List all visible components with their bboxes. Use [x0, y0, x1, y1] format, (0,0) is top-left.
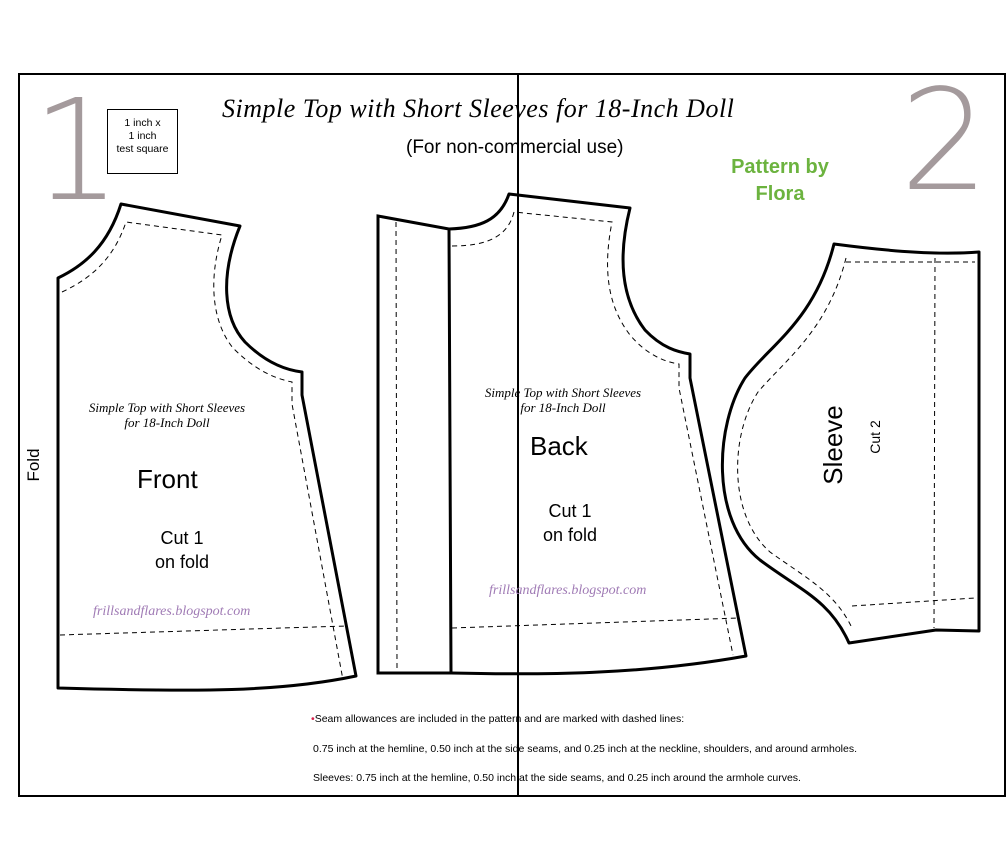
front-piece-outline — [56, 202, 358, 692]
sleeve-piece-name: Sleeve — [818, 405, 848, 485]
front-piece-seam — [61, 221, 344, 681]
seam-note-line3: Sleeves: 0.75 inch at the hemline, 0.50 … — [313, 772, 801, 784]
fold-label: Fold — [24, 448, 43, 482]
pattern-title: Simple Top with Short Sleeves for 18-Inc… — [222, 94, 735, 123]
test-square: 1 inch x 1 inch test square — [107, 109, 178, 174]
back-blog-credit: frillsandflares.blogspot.com — [489, 583, 647, 598]
pattern-subtitle: (For non-commercial use) — [406, 137, 624, 158]
credit-line2: Flora — [755, 183, 805, 205]
back-facing-outline — [376, 214, 453, 675]
front-cut-line2: on fold — [154, 552, 210, 572]
front-title-line1: Simple Top with Short Sleeves — [88, 400, 246, 415]
credit-line1: Pattern by — [731, 156, 829, 178]
test-square-line1: 1 inch x — [124, 117, 161, 129]
back-piece-name: Back — [530, 431, 588, 461]
back-piece-seam — [451, 211, 734, 656]
back-piece-outline — [448, 192, 748, 676]
note-bullet-icon: • — [311, 713, 315, 725]
front-cut-instruction: Cut 1 on fold — [142, 526, 222, 574]
front-hem-seam — [59, 625, 347, 636]
back-cut-instruction: Cut 1 on fold — [530, 499, 610, 547]
page-number-right: 2 — [900, 60, 990, 223]
front-title-line2: for 18-Inch Doll — [124, 415, 210, 430]
sleeve-outline — [720, 242, 981, 645]
seam-note-line1: •Seam allowances are included in the pat… — [311, 713, 684, 725]
seam-note-text1: Seam allowances are included in the patt… — [314, 713, 685, 725]
back-cut-line1: Cut 1 — [548, 501, 592, 521]
front-cut-line1: Cut 1 — [160, 528, 204, 548]
page-border — [18, 73, 1006, 797]
back-piece-title: Simple Top with Short Sleeves for 18-Inc… — [458, 385, 668, 415]
front-piece-title: Simple Top with Short Sleeves for 18-Inc… — [62, 400, 272, 430]
sleeve-bottom-seam — [851, 597, 976, 607]
front-blog-credit: frillsandflares.blogspot.com — [93, 604, 251, 619]
pattern-credit: Pattern by Flora — [726, 154, 834, 208]
page-number-left: 1 — [32, 70, 122, 233]
seam-note-line2: 0.75 inch at the hemline, 0.50 inch at t… — [313, 743, 858, 755]
back-title-line2: for 18-Inch Doll — [520, 400, 606, 415]
back-hem-seam — [451, 617, 739, 629]
test-square-line3: test square — [116, 143, 169, 155]
back-facing-seam — [395, 221, 398, 671]
back-title-line1: Simple Top with Short Sleeves — [484, 385, 642, 400]
back-cut-line2: on fold — [542, 525, 598, 545]
test-square-line2: 1 inch — [128, 130, 157, 142]
sleeve-hem-seam — [933, 257, 936, 629]
sleeve-cut-instruction: Cut 2 — [867, 420, 883, 454]
front-piece-name: Front — [137, 464, 198, 494]
sleeve-seam — [737, 257, 853, 629]
